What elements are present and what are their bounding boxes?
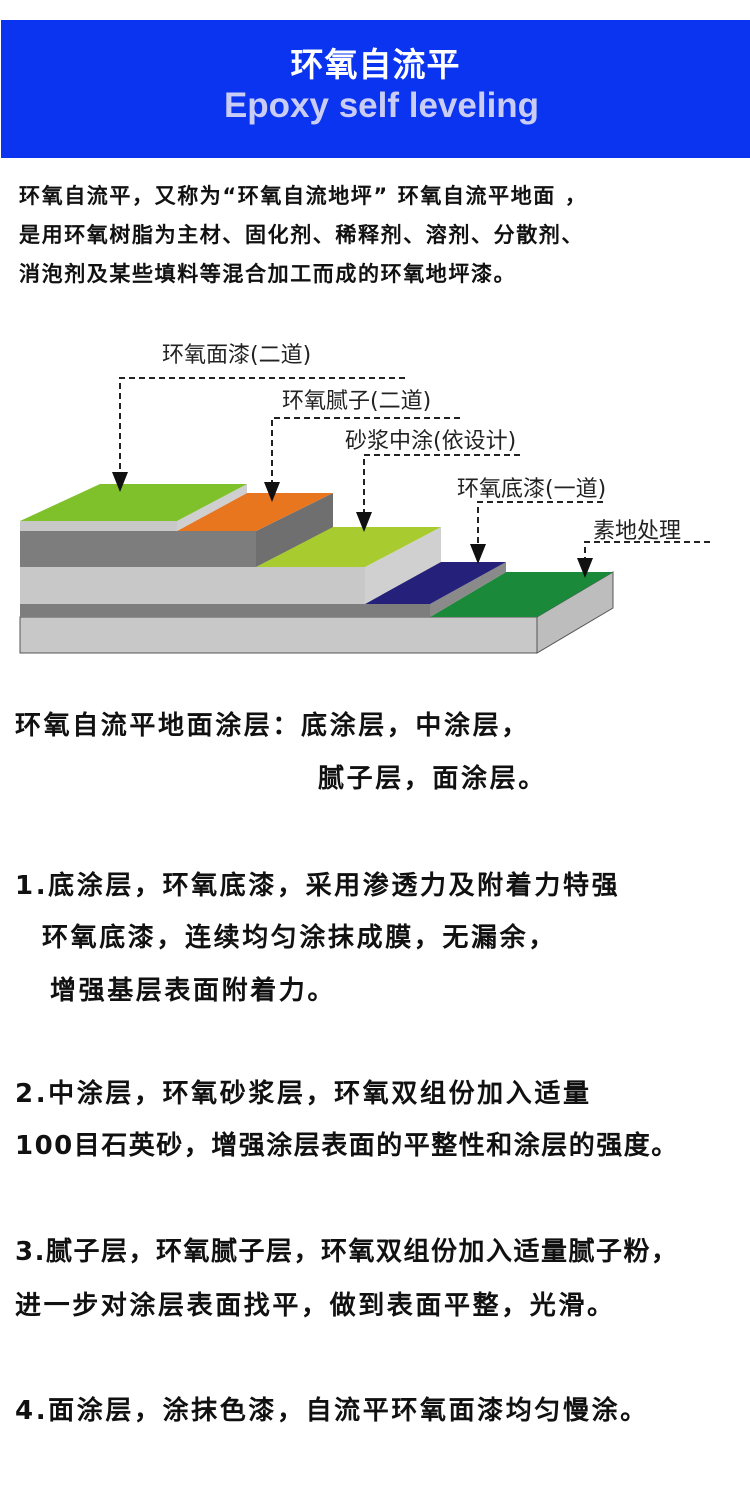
top-coat-top xyxy=(20,484,247,521)
section2-line-1: 2.中涂层，环氧砂浆层，环氧双组份加入适量 xyxy=(15,1079,592,1109)
summary-line-2: 腻子层，面涂层。 xyxy=(318,764,547,794)
mortar-slab-side xyxy=(365,527,441,604)
label-top-coat: 环氧面漆(二道) xyxy=(162,343,311,368)
base-slab-side xyxy=(536,571,614,654)
putty-slab-front xyxy=(20,531,256,567)
thin-band-side xyxy=(177,484,247,531)
arrow-down-icon xyxy=(112,472,128,492)
leader-top-coat xyxy=(119,377,405,472)
arrow-down-icon xyxy=(264,482,280,502)
mortar-slab-front xyxy=(20,567,365,604)
arrow-down-icon xyxy=(577,558,593,578)
page-subtitle: Epoxy self leveling xyxy=(223,86,540,125)
section4-line-1: 4.面涂层，涂抹色漆，自流平环氧面漆均匀慢涂。 xyxy=(15,1396,649,1426)
substrate-top xyxy=(430,572,613,617)
layer-diagram: 环氧面漆(二道) 环氧腻子(二道) 砂浆中涂(依设计) 环氧底漆(一道) 素地处… xyxy=(19,343,710,654)
label-primer: 环氧底漆(一道) xyxy=(457,477,606,502)
thin-band-front xyxy=(20,521,177,531)
leader-substrate xyxy=(584,541,710,558)
leader-mortar xyxy=(363,454,520,512)
label-substrate: 素地处理 xyxy=(593,519,681,544)
section2-line-2: 100目石英砂，增强涂层表面的平整性和涂层的强度。 xyxy=(15,1131,679,1161)
summary-line-1: 环氧自流平地面涂层：底涂层，中涂层， xyxy=(15,711,530,741)
dark-band-front xyxy=(20,604,430,617)
section1-line-1: 1.底涂层，环氧底漆，采用渗透力及附着力特强 xyxy=(15,871,621,901)
arrow-down-icon xyxy=(356,512,372,532)
label-putty: 环氧腻子(二道) xyxy=(282,389,431,414)
section1-line-2: 环氧底漆，连续均匀涂抹成膜，无漏余， xyxy=(42,923,557,953)
label-mortar: 砂浆中涂(依设计) xyxy=(345,429,516,454)
header-banner: 环氧自流平 Epoxy self leveling xyxy=(1,20,750,158)
leader-primer xyxy=(477,501,603,544)
arrow-down-icon xyxy=(470,544,486,564)
putty-top xyxy=(177,493,333,531)
mortar-top xyxy=(256,527,441,567)
page-title: 环氧自流平 xyxy=(290,45,461,84)
leader-putty xyxy=(271,417,460,482)
intro-line-1: 环氧自流平，又称为“环氧自流地坪” 环氧自流平地面 ， xyxy=(19,184,588,208)
base-slab-front xyxy=(19,616,538,654)
section1-line-3: 增强基层表面附着力。 xyxy=(50,976,337,1006)
putty-slab-side xyxy=(256,493,333,567)
section3-line-2: 进一步对涂层表面找平，做到表面平整，光滑。 xyxy=(15,1291,616,1321)
intro-line-3: 消泡剂及某些填料等混合加工而成的环氧地坪漆。 xyxy=(19,262,517,286)
dark-band-side xyxy=(430,562,506,617)
primer-top xyxy=(365,562,506,604)
intro-line-2: 是用环氧树脂为主材、固化剂、稀释剂、溶剂、分散剂、 xyxy=(19,223,584,247)
section3-line-1: 3.腻子层，环氧腻子层，环氧双组份加入适量腻子粉， xyxy=(15,1237,679,1267)
